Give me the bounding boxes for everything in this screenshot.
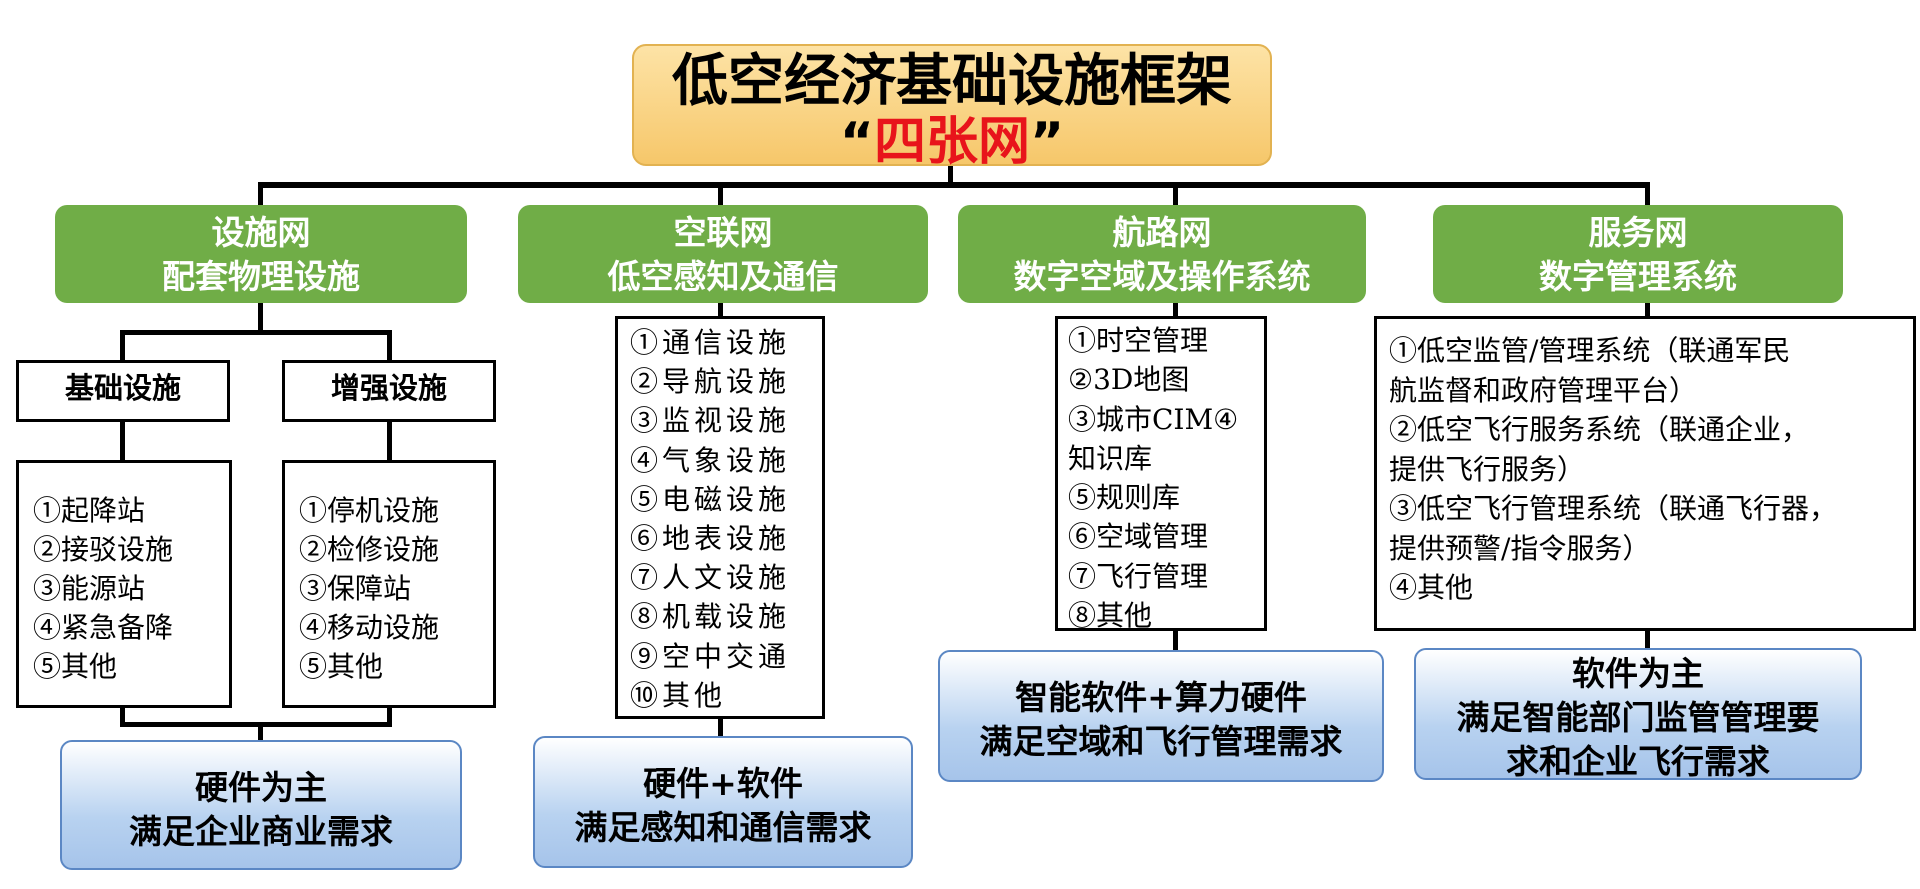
- list-item: ⑤其他: [33, 650, 118, 683]
- category-name: 服务网: [1588, 213, 1688, 252]
- list-item: ②低空飞行服务系统（联通企业，: [1389, 413, 1810, 446]
- list-item: ③能源站: [33, 572, 146, 605]
- list-item: ⑥地表设施: [630, 522, 791, 556]
- category-konglian: 空联网 低空感知及通信: [518, 205, 928, 303]
- quote-close: ”: [1030, 112, 1065, 172]
- connector: [120, 420, 125, 462]
- connector: [1173, 182, 1178, 208]
- summary-sheshi: 硬件为主 满足企业商业需求: [60, 740, 462, 870]
- connector: [718, 182, 723, 208]
- list-item: ⑤电磁设施: [630, 482, 791, 516]
- jichu-list: ①起降站 ②接驳设施 ③能源站 ④紧急备降 ⑤其他: [16, 460, 232, 708]
- fuwu-list: ①低空监管/管理系统（联通军民 航监督和政府管理平台） ②低空飞行服务系统（联通…: [1374, 316, 1916, 631]
- konglian-list: ①通信设施 ②导航设施 ③监视设施 ④气象设施 ⑤电磁设施 ⑥地表设施 ⑦人文设…: [615, 316, 825, 719]
- list-item: ①停机设施: [299, 494, 440, 527]
- list-item: ②接驳设施: [33, 533, 174, 566]
- list-item: ③监视设施: [630, 404, 791, 438]
- category-name: 空联网: [673, 213, 773, 252]
- category-sheshi: 设施网 配套物理设施: [55, 205, 467, 303]
- list-item: ④气象设施: [630, 443, 791, 477]
- summary-line: 满足空域和飞行管理需求: [979, 722, 1343, 761]
- category-hanglu: 航路网 数字空域及操作系统: [958, 205, 1366, 303]
- jichu-header: 基础设施: [16, 360, 230, 422]
- summary-line: 软件为主: [1572, 654, 1704, 693]
- title-line1: 低空经济基础设施框架: [672, 49, 1232, 114]
- summary-line: 硬件+软件: [643, 764, 803, 803]
- category-name: 航路网: [1112, 213, 1212, 252]
- framework-title: 低空经济基础设施框架 “四张网”: [632, 44, 1272, 170]
- category-subtitle: 数字管理系统: [1539, 257, 1737, 296]
- list-item: ①起降站: [33, 494, 146, 527]
- list-item: ⑦飞行管理: [1068, 559, 1209, 593]
- category-subtitle: 配套物理设施: [162, 257, 360, 296]
- list-item: ②导航设施: [630, 365, 791, 399]
- list-item: ①低空监管/管理系统（联通军民: [1389, 334, 1791, 367]
- summary-hanglu: 智能软件+算力硬件 满足空域和飞行管理需求: [938, 650, 1384, 782]
- connector: [1645, 182, 1650, 208]
- list-item: ⑨空中交通: [630, 639, 791, 673]
- connector: [258, 300, 263, 332]
- summary-line: 满足感知和通信需求: [574, 808, 872, 847]
- category-subtitle: 低空感知及通信: [607, 257, 839, 296]
- list-item: ⑥空域管理: [1068, 520, 1209, 554]
- connector: [1645, 300, 1650, 320]
- connector: [387, 420, 392, 462]
- connector: [387, 330, 392, 362]
- list-item: ③保障站: [299, 572, 412, 605]
- connector: [120, 705, 125, 727]
- connector: [948, 166, 953, 186]
- list-item: ⑦人文设施: [630, 561, 791, 595]
- connector: [1645, 628, 1650, 650]
- connector: [120, 330, 392, 335]
- summary-line: 满足企业商业需求: [129, 812, 393, 851]
- connector: [258, 182, 1648, 188]
- quote-open: “: [839, 112, 874, 172]
- connector: [120, 330, 125, 362]
- list-item: ④紧急备降: [33, 611, 174, 644]
- list-item: ⑩其他: [630, 678, 727, 712]
- summary-line: 满足智能部门监管管理要: [1456, 698, 1820, 737]
- connector: [718, 716, 723, 738]
- connector: [387, 705, 392, 727]
- summary-line: 求和企业飞行需求: [1506, 742, 1770, 781]
- list-item: ⑧机载设施: [630, 600, 791, 634]
- list-item: ②3D地图: [1068, 363, 1190, 397]
- list-item: ⑤规则库: [1068, 481, 1181, 515]
- list-item: ⑧其他: [1068, 599, 1153, 633]
- list-item: ⑤其他: [299, 650, 384, 683]
- category-name: 设施网: [211, 213, 311, 252]
- summary-fuwu: 软件为主 满足智能部门监管管理要 求和企业飞行需求: [1414, 648, 1862, 781]
- connector: [258, 182, 263, 208]
- list-item: ④移动设施: [299, 611, 440, 644]
- list-item: 航监督和政府管理平台）: [1389, 373, 1698, 407]
- list-item: 知识库: [1068, 441, 1153, 475]
- summary-konglian: 硬件+软件 满足感知和通信需求: [533, 736, 913, 868]
- zengqiang-list: ①停机设施 ②检修设施 ③保障站 ④移动设施 ⑤其他: [282, 460, 496, 708]
- list-item: ③城市CIM④: [1068, 402, 1239, 436]
- list-item: ③低空飞行管理系统（联通飞行器，: [1389, 492, 1838, 525]
- connector: [258, 722, 263, 742]
- title-line2: “四张网”: [634, 114, 1270, 170]
- list-item: ④其他: [1389, 571, 1474, 604]
- category-subtitle: 数字空域及操作系统: [1013, 257, 1311, 296]
- zengqiang-header: 增强设施: [282, 360, 496, 422]
- connector: [1173, 300, 1178, 320]
- list-item: ①时空管理: [1068, 324, 1209, 357]
- connector: [120, 722, 392, 727]
- list-item: ①通信设施: [630, 326, 791, 359]
- hanglu-list: ①时空管理 ②3D地图 ③城市CIM④ 知识库 ⑤规则库 ⑥空域管理 ⑦飞行管理…: [1055, 316, 1267, 632]
- list-item: 提供飞行服务）: [1389, 452, 1586, 486]
- connector: [718, 300, 723, 320]
- connector: [1173, 628, 1178, 652]
- summary-line: 硬件为主: [195, 768, 327, 807]
- four-nets-label: 四张网: [873, 112, 1030, 172]
- list-item: 提供预警/指令服务）: [1389, 531, 1651, 565]
- summary-line: 智能软件+算力硬件: [1015, 678, 1307, 717]
- list-item: ②检修设施: [299, 533, 440, 566]
- category-fuwu: 服务网 数字管理系统: [1433, 205, 1843, 303]
